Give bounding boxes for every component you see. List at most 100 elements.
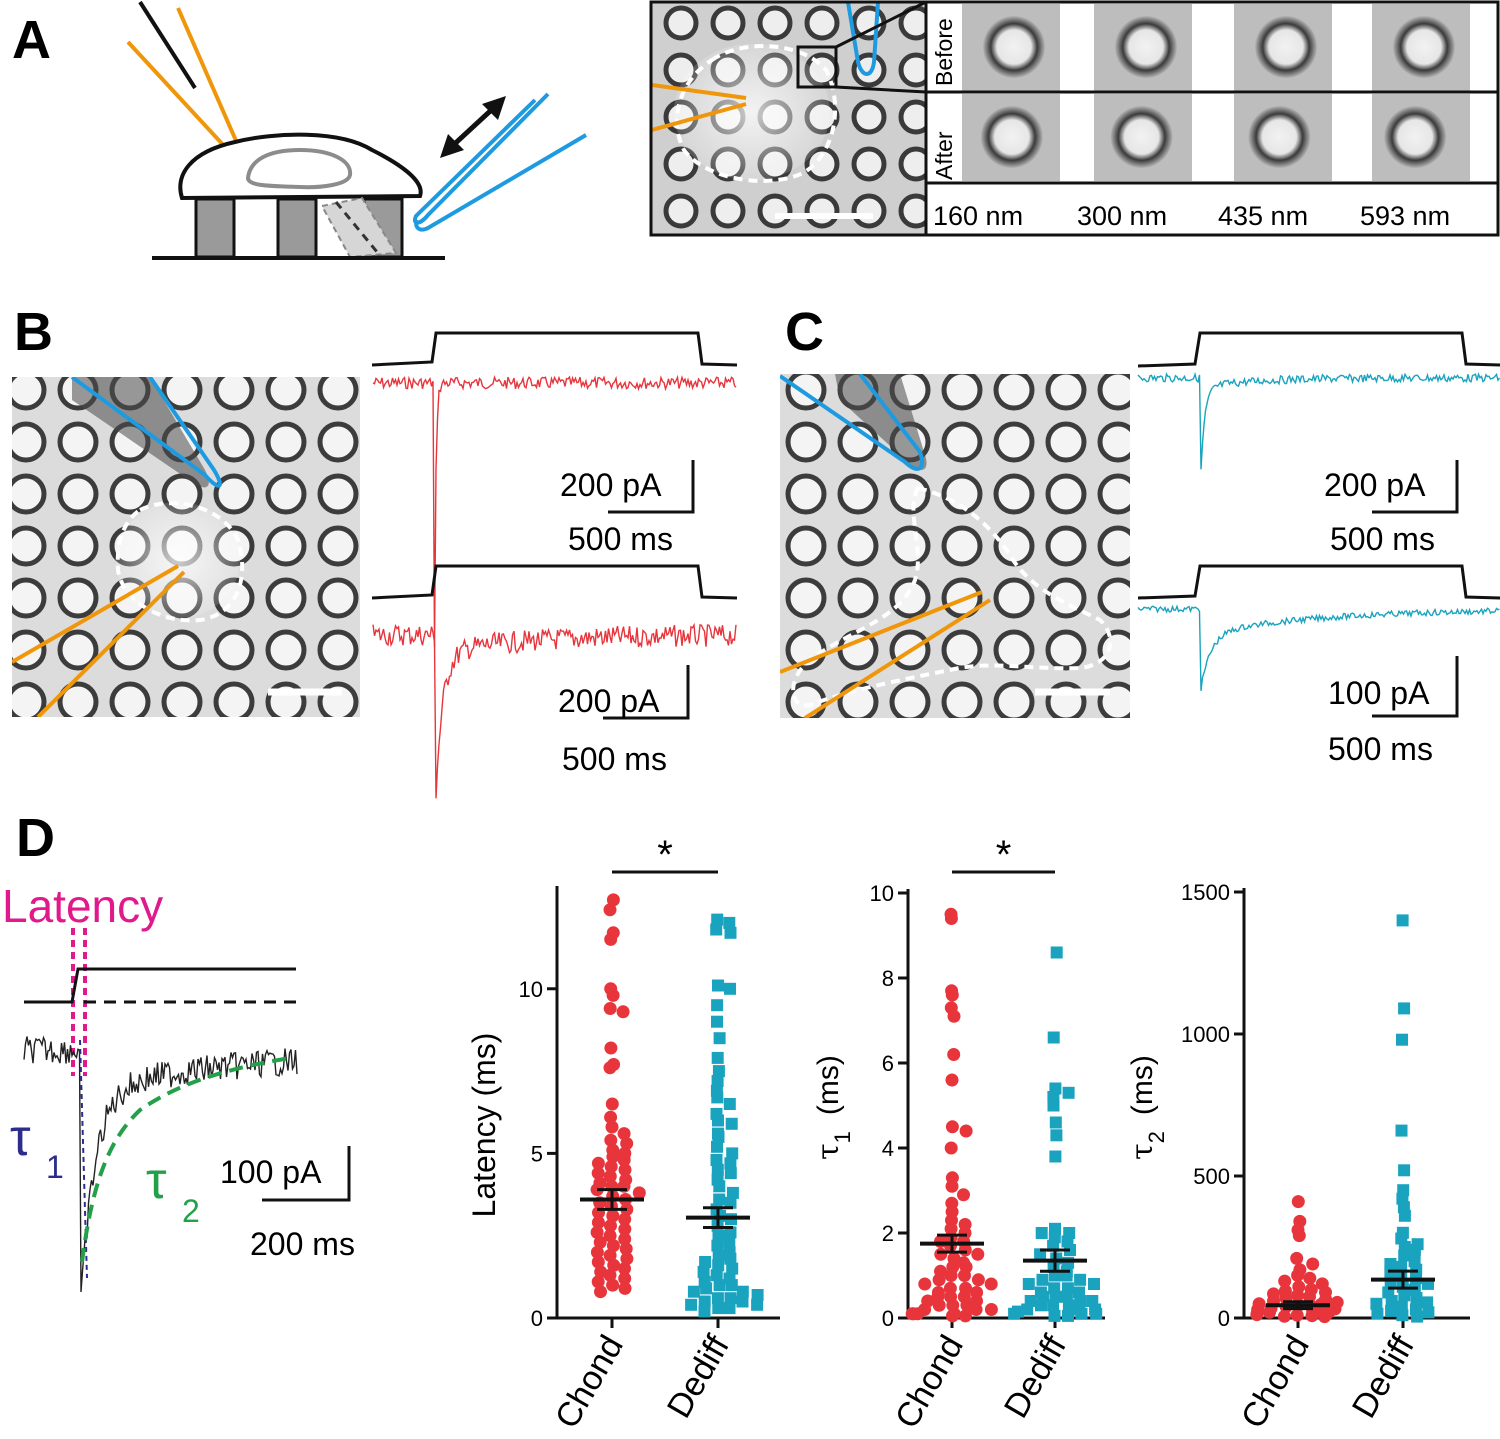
- cell-boundary: [791, 485, 1113, 708]
- data-point: [594, 1285, 607, 1299]
- data-point: [724, 1157, 737, 1170]
- data-point: [1422, 1306, 1435, 1319]
- scale-bar-top: [608, 460, 695, 514]
- data-point: [944, 1141, 958, 1155]
- panel-d-fit-example: Latency τ 1 τ 2 100 pA 200 ms: [2, 880, 355, 1293]
- data-point: [590, 1245, 604, 1259]
- data-point: [751, 1289, 764, 1301]
- pillar-top-before: [1255, 16, 1317, 78]
- tau2-symbol: τ: [146, 1152, 167, 1210]
- reference-electrode: [138, 0, 197, 90]
- data-point: [616, 1005, 630, 1019]
- data-point: [606, 1150, 620, 1164]
- pillar-top-before: [1115, 16, 1177, 78]
- scale-x-top: 500 ms: [568, 521, 673, 557]
- tau2-subscript: 2: [182, 1193, 200, 1229]
- current-trace-bottom: [372, 622, 737, 799]
- data-point: [1303, 1271, 1317, 1285]
- data-point: [604, 1110, 618, 1124]
- patch-electrode-lower: [126, 40, 228, 150]
- panel-c-micrograph: [780, 374, 1130, 718]
- significance-star: *: [996, 833, 1012, 877]
- data-point: [944, 912, 958, 925]
- data-point: [711, 1015, 723, 1028]
- data-point: [1008, 1307, 1021, 1320]
- data-point: [711, 913, 724, 926]
- data-point: [1047, 1031, 1060, 1044]
- cell-boundary: [674, 44, 837, 183]
- latency-label: Latency: [2, 880, 163, 932]
- data-point: [723, 1236, 736, 1249]
- series-chond: [580, 893, 646, 1299]
- data-point: [1049, 1150, 1062, 1163]
- data-point: [603, 1248, 617, 1262]
- series-chond: [905, 907, 998, 1323]
- deflection-label-3: 435 nm: [1218, 201, 1308, 231]
- pillar-top-after: [1248, 106, 1311, 168]
- panel-b-letter: B: [14, 302, 53, 362]
- patch-electrode: [652, 83, 747, 100]
- data-point: [603, 903, 617, 917]
- data-point: [617, 1153, 631, 1167]
- panel-a-deflection-strip: Before After 160 nm 300 nm 435 nm 593 nm: [649, 0, 1500, 237]
- scale-y: 100 pA: [220, 1154, 322, 1190]
- series-dediff: [1008, 946, 1103, 1322]
- x-tick-label: Chond: [888, 1329, 971, 1435]
- data-point: [712, 1130, 725, 1143]
- y-tick-label: 0: [531, 1306, 543, 1331]
- series-dediff: [1370, 914, 1435, 1323]
- data-point: [724, 982, 736, 995]
- scale-x-bottom: 500 ms: [1328, 731, 1433, 767]
- data-point: [606, 988, 620, 1002]
- data-point: [606, 1278, 620, 1292]
- y-axis-title: τ2(ms): [1125, 1055, 1169, 1160]
- x-tick-label: Chond: [1234, 1329, 1317, 1435]
- data-point: [724, 1167, 737, 1180]
- data-point: [698, 1295, 711, 1308]
- stimulus-trace-bottom: [1137, 564, 1500, 600]
- data-point: [1398, 1164, 1411, 1177]
- y-tick-label: 5: [531, 1141, 543, 1166]
- data-point: [945, 988, 959, 1002]
- data-point: [605, 1097, 619, 1111]
- data-point: [603, 1169, 617, 1183]
- pillar-2: [276, 197, 318, 259]
- data-point: [712, 1065, 725, 1078]
- data-point: [1062, 1086, 1075, 1099]
- scale-bar: [262, 1146, 351, 1202]
- data-point: [1318, 1310, 1332, 1324]
- data-point: [700, 1282, 713, 1295]
- data-point: [918, 1277, 932, 1291]
- scale-x: 200 ms: [250, 1226, 355, 1262]
- zoom-box: [796, 45, 838, 89]
- data-point: [723, 1302, 736, 1315]
- scale-y-bottom: 200 pA: [558, 683, 660, 719]
- data-point: [712, 1249, 725, 1262]
- pillar-array-image: [780, 374, 1130, 718]
- data-point: [947, 1009, 961, 1023]
- data-point: [969, 1303, 983, 1316]
- y-tick-label: 1000: [1181, 1022, 1230, 1047]
- y-tick-label: 1500: [1181, 880, 1230, 905]
- patch-electrode: [780, 590, 983, 674]
- data-point: [606, 1239, 620, 1253]
- data-point: [1371, 1307, 1384, 1320]
- series-chond: [1250, 1195, 1344, 1324]
- x-tick-label: Dediff: [1345, 1329, 1422, 1425]
- data-point: [712, 1114, 724, 1127]
- data-point: [724, 926, 737, 939]
- data-point: [711, 1051, 724, 1064]
- panel-a-schematic: [126, 0, 588, 260]
- data-point: [1291, 1195, 1305, 1209]
- scale-y-top: 200 pA: [1324, 467, 1426, 503]
- data-point: [1411, 1310, 1424, 1323]
- data-point: [604, 1041, 618, 1055]
- data-point: [1075, 1307, 1088, 1320]
- data-point: [712, 1302, 725, 1315]
- data-point: [618, 1163, 632, 1177]
- panel-b-traces: 200 pA 500 ms 200 pA 500 ms: [371, 331, 738, 799]
- data-point: [711, 1075, 724, 1087]
- data-point: [958, 1269, 971, 1282]
